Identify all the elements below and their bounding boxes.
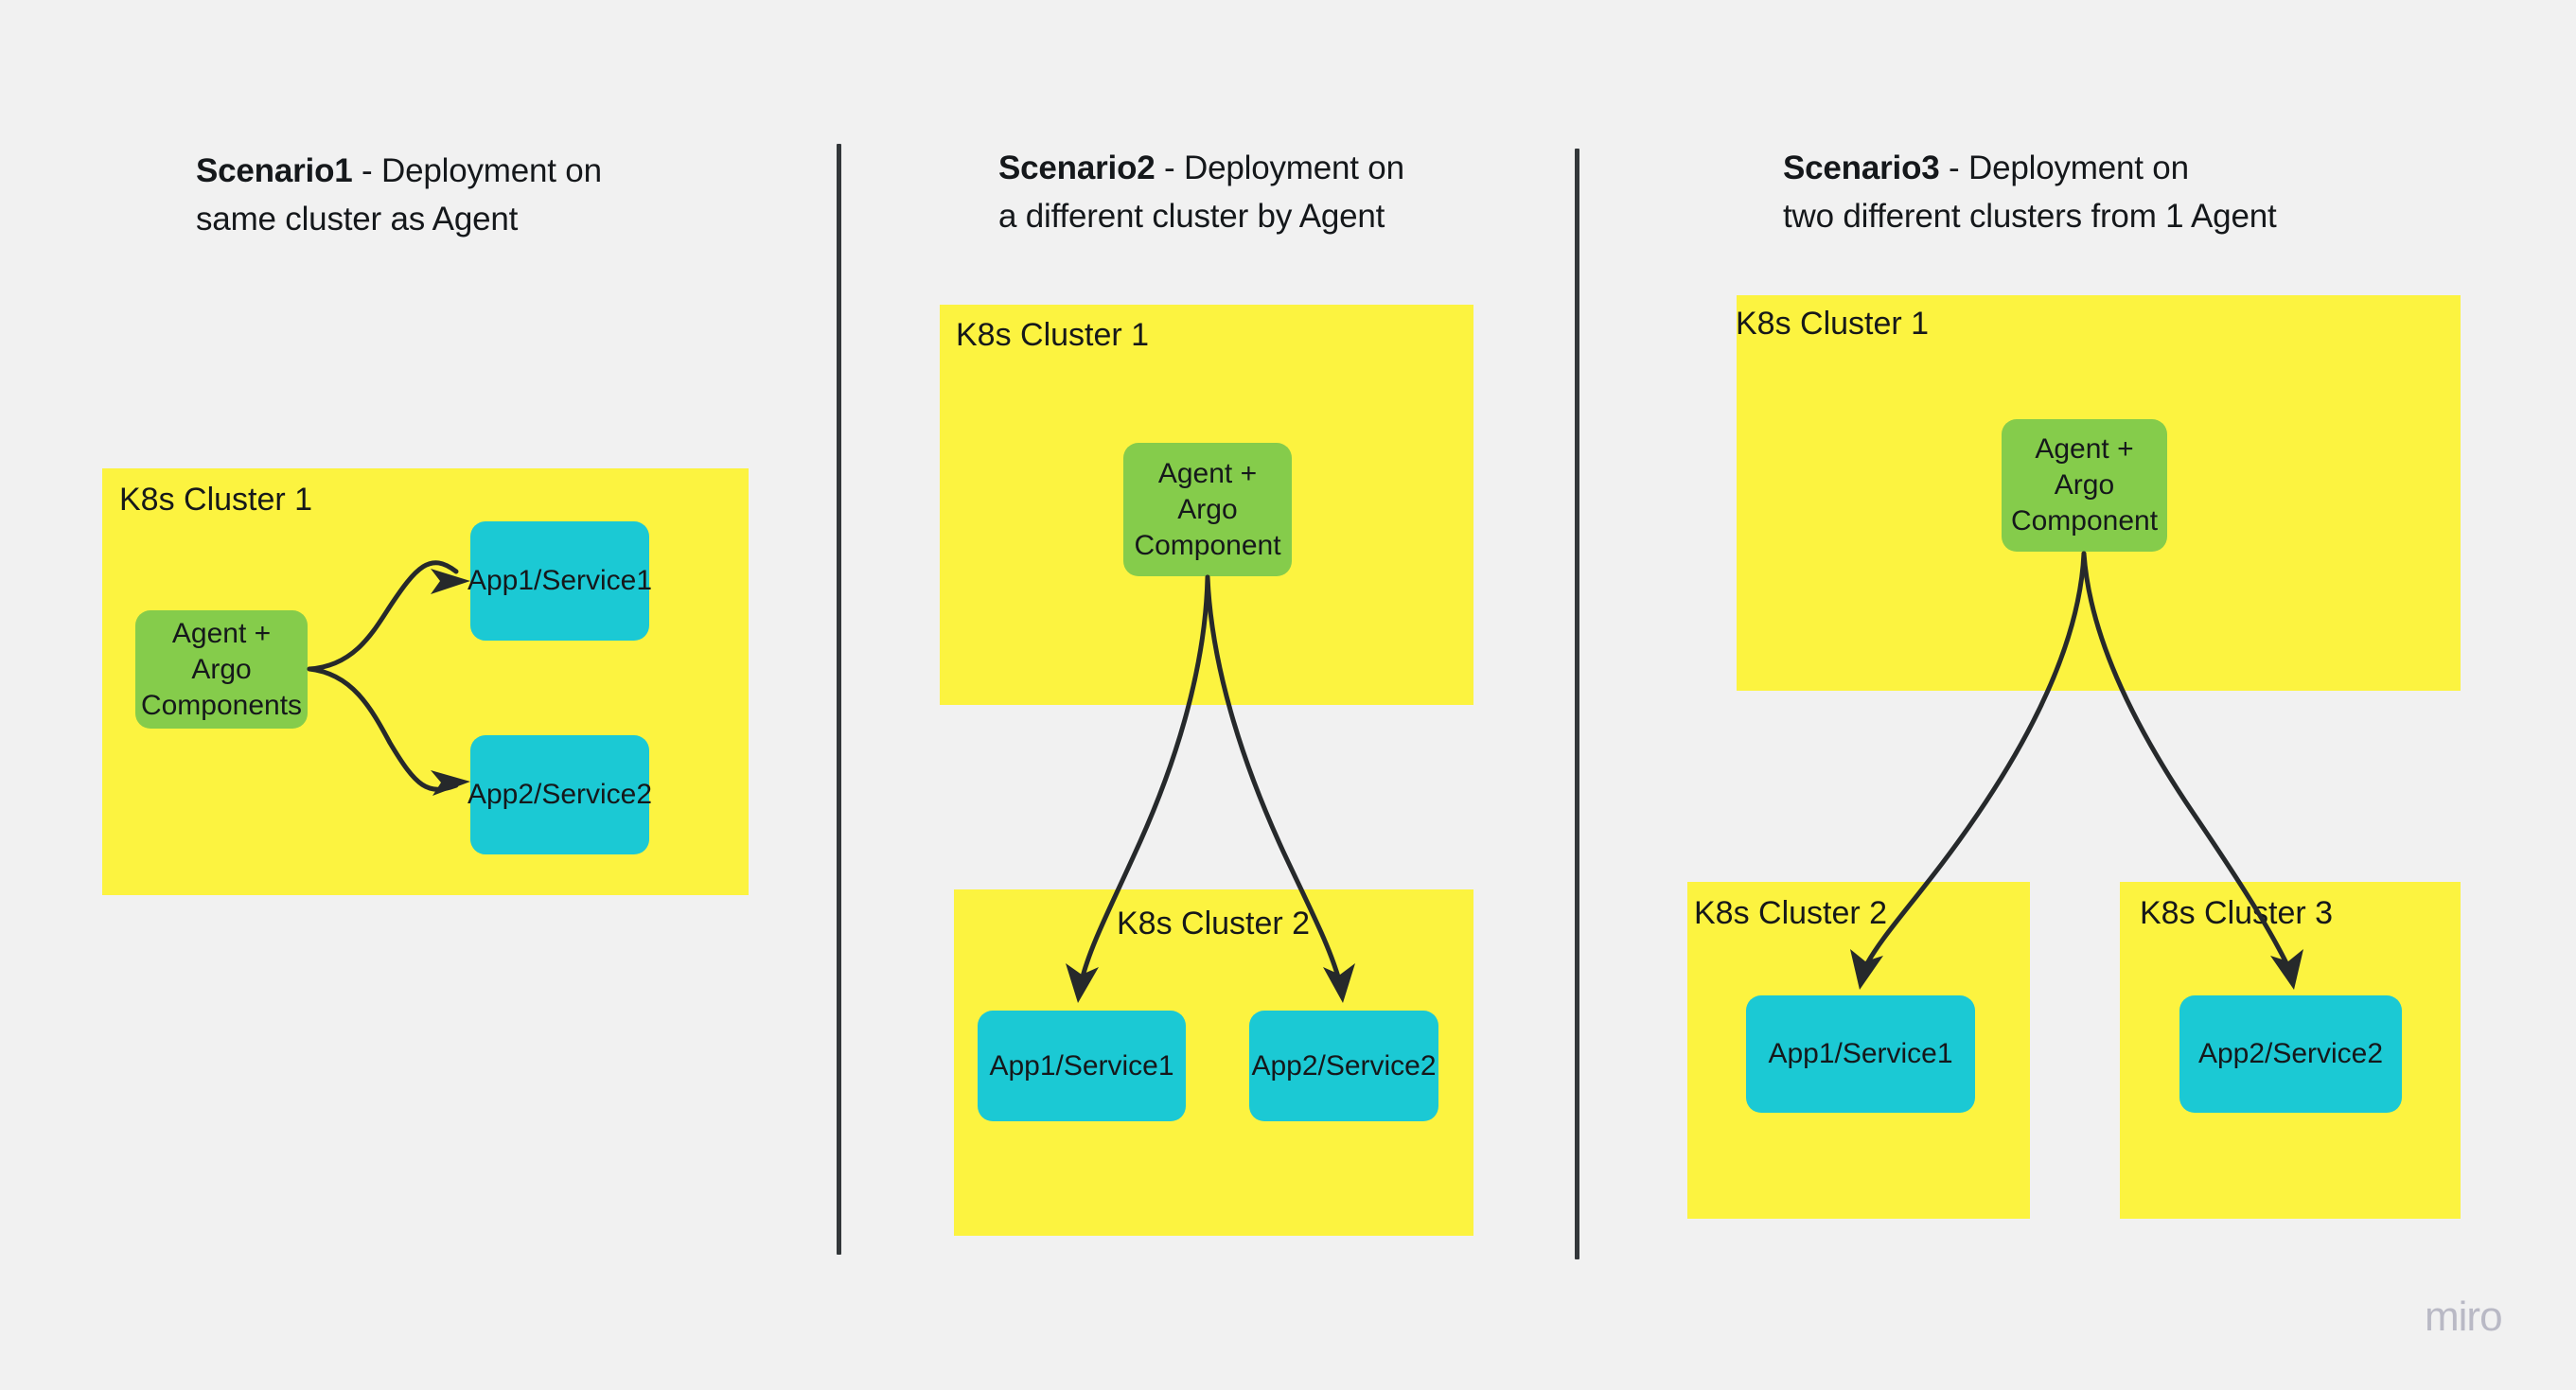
scenario3-title-rest: - Deployment on two different clusters f… xyxy=(1783,150,2277,235)
scenario1-title-rest: - Deployment on same cluster as Agent xyxy=(196,152,602,238)
miro-watermark: miro xyxy=(2425,1293,2503,1340)
scenario3-cluster3-label: K8s Cluster 3 xyxy=(2140,895,2334,931)
scenario2-agent-node[interactable]: Agent + Argo Component xyxy=(1123,443,1292,576)
scenario1-app1-node[interactable]: App1/Service1 xyxy=(468,521,652,641)
scenario1-title: Scenario1 - Deployment on same cluster a… xyxy=(196,147,602,243)
scenario3-title: Scenario3 - Deployment on two different … xyxy=(1783,144,2277,240)
scenario2-cluster1-label: K8s Cluster 1 xyxy=(956,317,1150,353)
scenario3-title-strong: Scenario3 xyxy=(1783,150,1940,186)
scenario2-app2-node[interactable]: App2/Service2 xyxy=(1249,1011,1438,1121)
scenario2-title: Scenario2 - Deployment on a different cl… xyxy=(998,144,1404,240)
scenario1-cluster1-label: K8s Cluster 1 xyxy=(119,482,313,518)
scenario2-title-rest: - Deployment on a different cluster by A… xyxy=(998,150,1404,235)
scenario1-title-strong: Scenario1 xyxy=(196,152,353,189)
scenario1-agent-node[interactable]: Agent + Argo Components xyxy=(135,610,308,729)
scenario3-agent-node[interactable]: Agent + Argo Component xyxy=(2002,419,2167,552)
scenario1-app2-node[interactable]: App2/Service2 xyxy=(468,735,652,854)
scenario2-title-strong: Scenario2 xyxy=(998,150,1156,186)
scenario3-cluster1-label: K8s Cluster 1 xyxy=(1736,306,1930,342)
scenario2-app1-node[interactable]: App1/Service1 xyxy=(978,1011,1186,1121)
scenario2-cluster2-label: K8s Cluster 2 xyxy=(1117,906,1311,941)
scenario3-app2-node[interactable]: App2/Service2 xyxy=(2179,995,2402,1113)
scenario3-cluster2-label: K8s Cluster 2 xyxy=(1694,895,1888,931)
section-divider-2 xyxy=(1575,149,1579,1259)
section-divider-1 xyxy=(837,144,841,1255)
scenario3-app1-node[interactable]: App1/Service1 xyxy=(1746,995,1975,1113)
